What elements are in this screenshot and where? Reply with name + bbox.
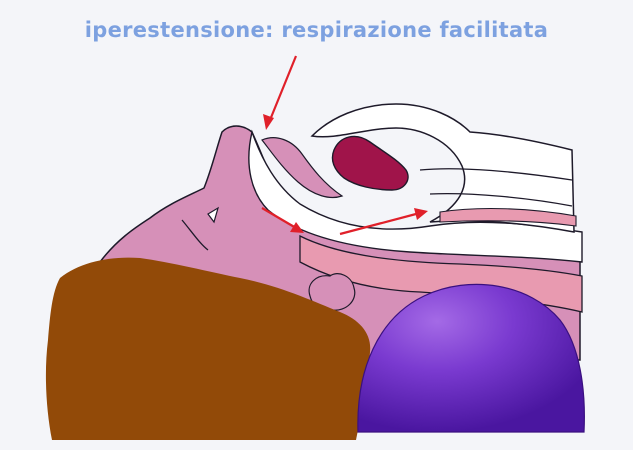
arrow-pointer (263, 56, 296, 130)
tongue-shape (332, 136, 408, 190)
